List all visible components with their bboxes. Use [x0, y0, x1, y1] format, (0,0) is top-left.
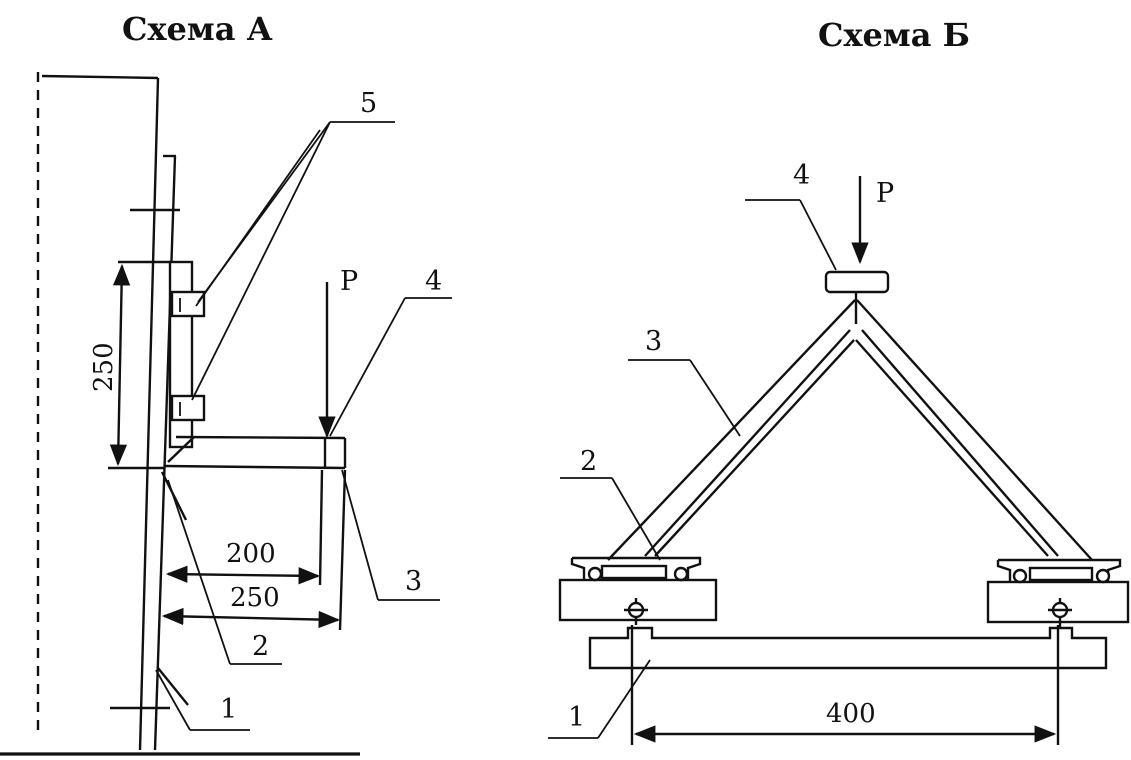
scheme-a-leader-5-lower — [191, 121, 331, 401]
scheme-a-leader-2 — [167, 479, 231, 665]
scheme-a-arm-bottom-edge — [164, 464, 346, 470]
scheme-a-dim-250h-line — [161, 607, 341, 629]
scheme-a-post-right-edge — [153, 155, 177, 751]
scheme-b-label-1: 1 — [568, 702, 585, 733]
scheme-a-dim-250h-ext — [338, 469, 347, 631]
scheme-a-title: Схема А — [122, 10, 273, 48]
scheme-a-leader-5-upper-extra — [195, 129, 321, 307]
scheme-a-dim-arm-200: 200 — [226, 539, 276, 569]
scheme-a-label-3: 3 — [405, 566, 422, 597]
scheme-b-label-3: 3 — [645, 326, 662, 357]
scheme-b-right-roller-a — [1012, 568, 1028, 584]
scheme-b-right-strut-inner-1 — [861, 329, 1059, 557]
scheme-b-left-rail — [570, 556, 702, 580]
scheme-b-left-strut-outer — [607, 299, 856, 561]
scheme-a-dim-height: 250 — [89, 342, 119, 392]
scheme-a-dim-250v-line — [109, 263, 131, 467]
scheme-a-label-load: P — [340, 266, 358, 297]
scheme-a-arm-top-edge — [175, 435, 346, 440]
scheme-b-dim-span: 400 — [826, 699, 876, 729]
scheme-b-label-4: 4 — [793, 160, 810, 191]
scheme-b-base-beam — [588, 626, 1108, 670]
scheme-a-dim-200-line — [165, 565, 321, 585]
scheme-a-label-4: 4 — [425, 266, 442, 297]
scheme-a-post-left-edge — [138, 77, 160, 751]
scheme-b-leader-4 — [799, 199, 837, 271]
scheme-a-arm-gusset — [167, 436, 195, 463]
scheme-a-leader-3 — [341, 469, 379, 601]
scheme-b-right-support — [986, 558, 1130, 628]
scheme-b-left-roller-a — [587, 566, 603, 582]
scheme-a: Схема А P 5 — [0, 10, 452, 756]
scheme-b-leader-1 — [597, 659, 651, 739]
scheme-a-fastener-lower — [170, 394, 206, 422]
scheme-b-left-support — [558, 556, 718, 625]
scheme-b: Схема Б P 4 3 — [548, 16, 1130, 745]
scheme-a-label-1: 1 — [220, 694, 237, 725]
scheme-b-right-strut-outer — [856, 299, 1093, 561]
scheme-b-leader-2 — [611, 477, 661, 561]
scheme-b-left-roller-b — [673, 566, 689, 582]
scheme-a-leader-1 — [155, 669, 191, 731]
scheme-b-right-rail-head — [1028, 566, 1094, 582]
scheme-a-label-5: 5 — [360, 88, 377, 119]
scheme-b-title: Схема Б — [818, 16, 970, 54]
scheme-b-left-strut-inner-2 — [654, 339, 855, 557]
scheme-b-load-pad — [824, 270, 890, 294]
scheme-b-right-roller-b — [1095, 568, 1111, 584]
scheme-a-fastener-upper — [170, 290, 206, 318]
scheme-b-left-strut-inner-1 — [644, 329, 851, 557]
scheme-b-label-load: P — [876, 178, 894, 209]
scheme-a-dim-200-ext — [318, 469, 324, 586]
scheme-b-leader-3 — [689, 359, 741, 437]
scheme-a-dim-arm-250: 250 — [230, 583, 280, 613]
scheme-b-left-rail-head — [600, 564, 668, 580]
scheme-a-foot — [157, 667, 189, 706]
scheme-b-right-strut-inner-2 — [855, 339, 1049, 557]
scheme-a-leader-4 — [329, 297, 406, 437]
scheme-a-top-line — [41, 74, 159, 80]
scheme-a-label-2: 2 — [252, 631, 269, 662]
scheme-b-label-2: 2 — [580, 446, 597, 477]
